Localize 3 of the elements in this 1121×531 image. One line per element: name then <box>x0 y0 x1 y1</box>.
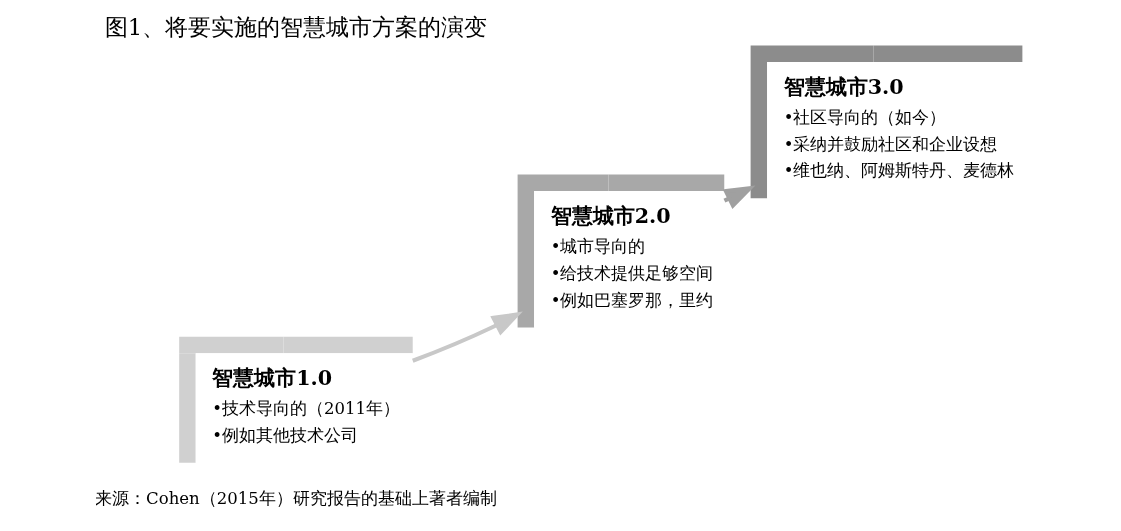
diagram-title: 图1、将要实施的智慧城市方案的演变 <box>104 13 487 40</box>
arrow <box>411 311 523 363</box>
caption: 来源：Cohen（2015年）研究报告的基础上著者编制 <box>94 488 497 508</box>
